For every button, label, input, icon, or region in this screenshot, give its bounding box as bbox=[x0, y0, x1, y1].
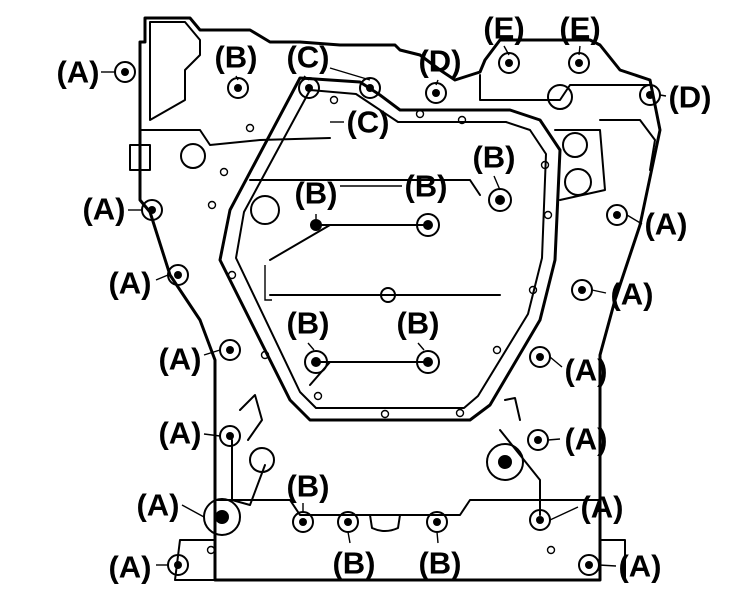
callout-label: (A) bbox=[56, 55, 99, 90]
bolt-a bbox=[571, 279, 593, 301]
callout-label: (A) bbox=[108, 266, 151, 301]
boss-left-upper bbox=[180, 143, 206, 169]
gasket-channel-outer bbox=[218, 76, 562, 422]
bolt-b bbox=[310, 219, 322, 231]
upper-rib bbox=[249, 179, 481, 196]
callout-label: (A) bbox=[158, 342, 201, 377]
bolt-e bbox=[498, 52, 520, 74]
lower-frame bbox=[214, 499, 601, 516]
callout-label: (B) bbox=[214, 40, 257, 75]
upper-wall bbox=[139, 129, 331, 146]
bolt-a bbox=[219, 425, 241, 447]
left-bracket bbox=[149, 21, 201, 121]
callout-label: (A) bbox=[580, 490, 623, 525]
callout-label: (A) bbox=[564, 353, 607, 388]
boss-left-middle bbox=[250, 195, 280, 225]
bolt-a bbox=[114, 61, 136, 83]
callout-label: (D) bbox=[668, 80, 711, 115]
large-boss-right bbox=[486, 443, 524, 481]
callout-label: (A) bbox=[158, 416, 201, 451]
gasket-channel-inner bbox=[235, 89, 547, 409]
right-column bbox=[554, 129, 606, 201]
right-bracket bbox=[479, 74, 651, 101]
bottom-flange bbox=[174, 539, 626, 581]
bolt-c bbox=[359, 77, 381, 99]
right-strut bbox=[504, 397, 521, 421]
bolt-a bbox=[606, 204, 628, 226]
callout-label: (A) bbox=[108, 550, 151, 585]
right-sidewall bbox=[599, 119, 656, 171]
callout-label: (B) bbox=[418, 546, 461, 581]
callout-label: (A) bbox=[564, 422, 607, 457]
bolt-c bbox=[298, 77, 320, 99]
bolt-d bbox=[639, 84, 661, 106]
bolt-a bbox=[219, 339, 241, 361]
center-boss bbox=[380, 287, 396, 303]
callout-label: (B) bbox=[286, 306, 329, 341]
boss-right-upper bbox=[547, 84, 573, 110]
callout-label: (A) bbox=[618, 549, 661, 584]
callout-label: (A) bbox=[136, 488, 179, 523]
large-bolt-right bbox=[498, 455, 512, 469]
housing-outline bbox=[138, 16, 662, 582]
bolt-e bbox=[568, 52, 590, 74]
left-strut bbox=[239, 394, 263, 441]
callout-label: (B) bbox=[286, 469, 329, 504]
bolt-b bbox=[488, 188, 512, 212]
callout-label: (B) bbox=[472, 140, 515, 175]
callout-label: (C) bbox=[286, 40, 329, 75]
bolt-a bbox=[578, 554, 600, 576]
boss-right-middle bbox=[562, 132, 588, 158]
callout-label: (D) bbox=[418, 44, 461, 79]
bolt-b bbox=[304, 350, 328, 374]
callout-label: (C) bbox=[346, 105, 389, 140]
large-bolt-left bbox=[215, 510, 229, 524]
left-boss bbox=[129, 144, 151, 171]
lower-left-arm bbox=[231, 439, 266, 506]
callout-label: (E) bbox=[483, 11, 524, 46]
bolt-d bbox=[425, 82, 447, 104]
bolt-b bbox=[416, 213, 440, 237]
center-notch bbox=[369, 514, 401, 532]
callout-label: (B) bbox=[332, 546, 375, 581]
boss-lower-left bbox=[249, 447, 275, 473]
callout-label: (B) bbox=[294, 176, 337, 211]
callout-labels: (A) (B) (C) (D) (E) (E) (D) (C) (B) (A) (B) (B) (A) (… bbox=[56, 11, 711, 585]
bolt-a bbox=[527, 429, 549, 451]
callout-label: (E) bbox=[559, 11, 600, 46]
callout-label: (B) bbox=[404, 169, 447, 204]
bolt-a bbox=[529, 346, 551, 368]
bolt-b bbox=[227, 77, 249, 99]
left-inner-ledge bbox=[264, 265, 272, 301]
flange-holes bbox=[206, 95, 556, 555]
callout-label: (A) bbox=[82, 192, 125, 227]
leader-lines bbox=[101, 45, 667, 567]
bolt-b bbox=[416, 350, 440, 374]
boss-right-lower bbox=[564, 168, 592, 196]
callout-label: (B) bbox=[396, 306, 439, 341]
callout-label: (A) bbox=[644, 207, 687, 242]
left-inner-wall bbox=[269, 224, 331, 261]
callout-label: (A) bbox=[610, 277, 653, 312]
